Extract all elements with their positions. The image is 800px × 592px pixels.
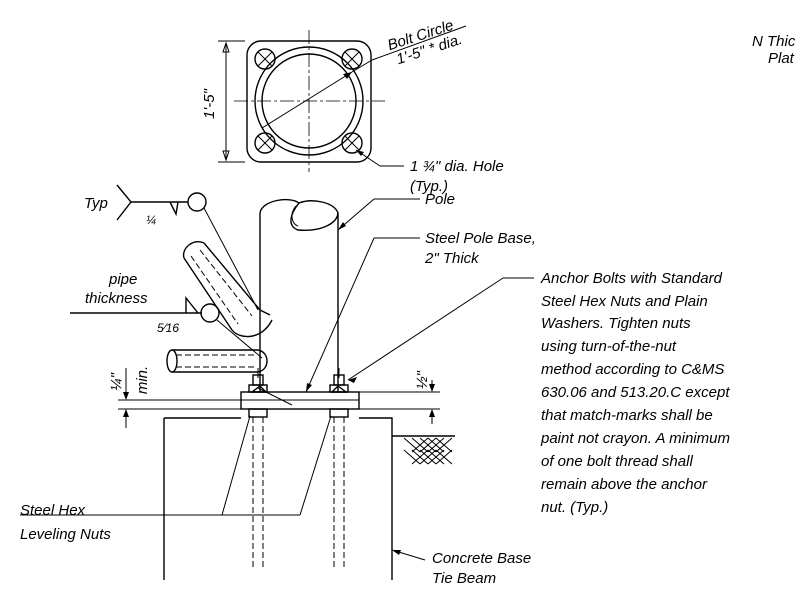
bolt-hole (341, 48, 363, 70)
anchor-bolt (252, 417, 264, 568)
concrete-base-label: Concrete Base (432, 550, 531, 567)
leveling-nuts-label-line2: Leveling Nuts (20, 526, 111, 543)
plan-view: 1'-5" Bolt Circle 1'-5" * dia. 1 ¾" dia.… (201, 17, 504, 195)
svg-text:remain above the anchor: remain above the anchor (541, 476, 708, 493)
anchor-bolt (333, 417, 345, 568)
leveling-nut (329, 408, 349, 418)
bolt-hole (254, 132, 276, 154)
hole-typ-label: (Typ.) (410, 178, 448, 195)
steel-pole-base-label: Steel Pole Base, (425, 230, 536, 247)
svg-text:method according to C&MS: method according to C&MS (541, 361, 724, 378)
svg-text:nut. (Typ.): nut. (Typ.) (541, 499, 608, 516)
svg-text:that match-marks shall be: that match-marks shall be (541, 407, 713, 424)
weld-symbol-typ: Typ ¼ (84, 184, 259, 311)
dimension-half: ½" (359, 370, 440, 424)
svg-text:Anchor Bolts with Standard: Anchor Bolts with Standard (540, 270, 723, 287)
leveling-nuts-label: Steel Hex (20, 502, 86, 519)
plate-thickness-note-line1: N Thic (752, 33, 796, 50)
svg-text:Washers. Tighten nuts: Washers. Tighten nuts (541, 315, 691, 332)
steel-pole-base-thickness-label: 2" Thick (424, 250, 480, 267)
horizontal-arm (172, 349, 258, 373)
dimension-quarter-min: ¼" min. (108, 366, 241, 428)
svg-text:Steel Hex Nuts and Plain: Steel Hex Nuts and Plain (541, 293, 708, 310)
typ-weld-size: ¼ (146, 213, 156, 227)
tie-beam-label: Tie Beam (432, 570, 496, 587)
half-inch-label: ½" (414, 370, 431, 389)
bolt-hole (254, 48, 276, 70)
elevation-view (163, 198, 455, 580)
hole-label: 1 ¾" dia. Hole (410, 158, 504, 175)
anchor-bolts-note: Anchor Bolts with Standard Steel Hex Nut… (540, 270, 730, 516)
svg-text:using turn-of-the-nut: using turn-of-the-nut (541, 338, 677, 355)
pipe-label: pipe (108, 271, 137, 288)
svg-text:630.06 and 513.20.C except: 630.06 and 513.20.C except (541, 384, 730, 401)
bolt-hole (341, 132, 363, 154)
leveling-nut (248, 408, 268, 418)
pole-label: Pole (425, 191, 455, 208)
pipe-weld-size: 5⁄16 (157, 321, 179, 335)
svg-text:of one bolt thread shall: of one bolt thread shall (541, 453, 693, 470)
pole-shaft (259, 213, 339, 392)
typ-label: Typ (84, 195, 108, 212)
quarter-inch-label: ¼" (108, 372, 125, 391)
min-label: min. (134, 366, 151, 394)
plate-thickness-note-line2: Plat (768, 50, 795, 67)
slanted-arm (183, 242, 271, 331)
svg-text:paint not crayon. A minimum: paint not crayon. A minimum (540, 430, 730, 447)
weld-symbol-pipe: pipe thickness 5⁄16 (70, 271, 263, 359)
earth-hatch (403, 437, 453, 465)
concrete-base (163, 417, 393, 580)
pipe-thickness-label: thickness (85, 290, 148, 307)
plan-dimension-label: 1'-5" (201, 88, 218, 119)
